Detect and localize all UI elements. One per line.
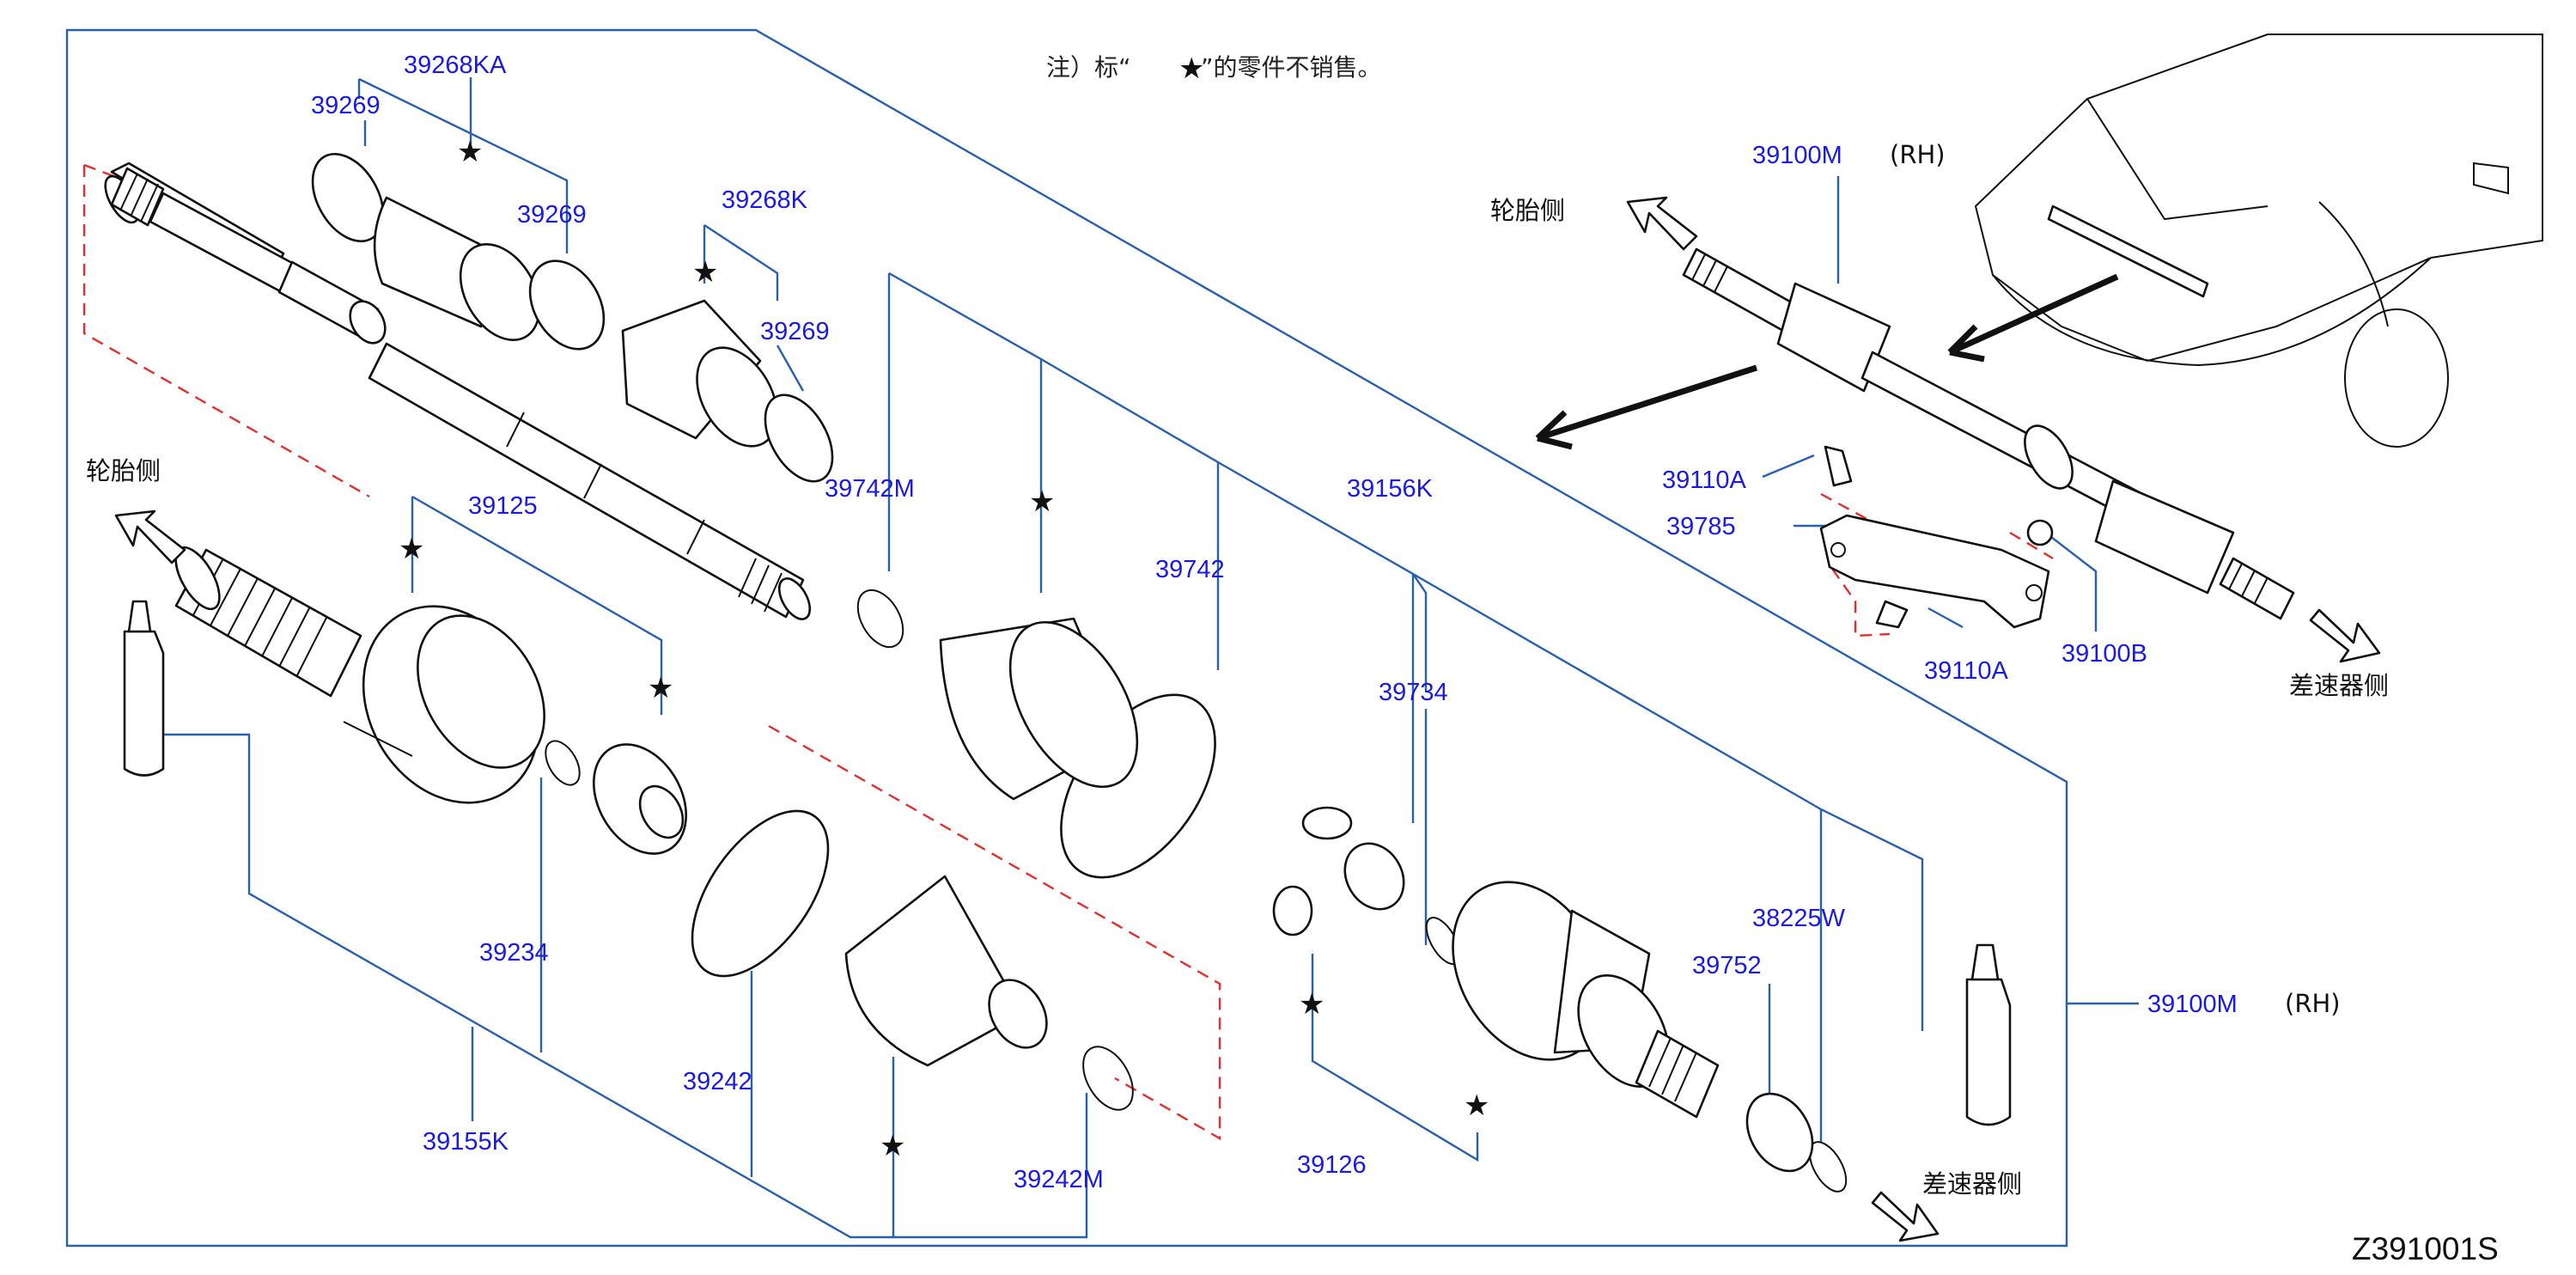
diff-side-label: 差速器侧 (2289, 671, 2389, 700)
diff-side-arrow-icon (1871, 1191, 1940, 1242)
star-icon: ★ (1299, 987, 1325, 1022)
part-label-39234: 39234 (479, 939, 549, 967)
inner-boot-illustration (844, 617, 1139, 1067)
rh-label: (RH) (1890, 140, 1946, 169)
part-label-39742: 39742 (1155, 556, 1225, 583)
drive-shaft-assembly-illustration (1682, 247, 2295, 620)
part-label-39100B: 39100B (2061, 640, 2147, 668)
part-label-39100M: 39100M (1752, 142, 1842, 169)
star-icon: ★ (1464, 1089, 1489, 1123)
tire-side-label: 轮胎侧 (86, 456, 161, 485)
bracket-illustration (1819, 514, 2050, 629)
grease-tube-illustration (1965, 943, 2012, 1126)
part-label-39752: 39752 (1692, 952, 1762, 979)
star-icon: ★ (399, 532, 424, 566)
star-icon: ★ (457, 135, 483, 169)
part-label-39268KA: 39268KA (404, 52, 507, 79)
bearing-cage-illustration (592, 743, 688, 855)
note-star-icon: ★ (1178, 52, 1204, 86)
part-label-39110A: 39110A (1662, 467, 1746, 494)
diff-side-arrow-icon (2309, 608, 2381, 663)
part-label-39269: 39269 (517, 201, 587, 229)
star-icon: ★ (648, 671, 673, 705)
direction-arrows (1535, 273, 2119, 450)
rh-label: (RH) (2285, 989, 2341, 1018)
grease-tube-illustration (123, 600, 165, 777)
outer-cv-joint-illustration (174, 546, 545, 804)
part-label-39155K: 39155K (423, 1128, 509, 1156)
part-label-39125: 39125 (468, 492, 538, 520)
tire-side-arrow-icon (114, 509, 186, 564)
not-sold-markers: ★ ★ ★ ★ ★ ★ ★ ★ (399, 135, 1489, 1163)
inner-housing-illustration (1452, 881, 1720, 1119)
diff-side-label: 差速器侧 (1922, 1169, 2022, 1199)
side-labels: (RH) (RH) 轮胎侧 轮胎侧 差速器侧 差速器侧 (86, 140, 2389, 1199)
diagram-code: Z391001S (2352, 1231, 2499, 1266)
tripod-joint-illustration (1272, 806, 1405, 936)
part-label-39110A: 39110A (1924, 657, 2008, 685)
part-label-39268K: 39268K (722, 186, 808, 214)
note: 注）标“ ★ ”的零件不销售。 (1046, 52, 1382, 86)
part-label-39734: 39734 (1379, 679, 1448, 706)
part-label-39156K: 39156K (1347, 475, 1434, 503)
part-label-39100M: 39100M (2147, 991, 2238, 1018)
part-label-39242M: 39242M (1014, 1166, 1104, 1193)
alignment-guides (82, 163, 2054, 1141)
bolt-illustration (1824, 445, 2054, 629)
assembly-frame (65, 28, 2068, 1248)
tire-side-label: 轮胎侧 (1490, 196, 1565, 225)
star-icon: ★ (880, 1129, 905, 1163)
part-label-38225W: 38225W (1752, 905, 1846, 932)
outer-boot-illustration (311, 152, 834, 483)
star-icon: ★ (1029, 485, 1055, 519)
part-label-39269: 39269 (311, 92, 381, 119)
tire-side-arrow-icon (1626, 196, 1698, 251)
note-suffix: ”的零件不销售。 (1201, 53, 1382, 82)
part-label-39242: 39242 (683, 1068, 752, 1095)
part-callouts: 39268KA 39269 39269 39268K 39269 39125 3… (311, 52, 2238, 1193)
star-icon: ★ (692, 255, 718, 290)
note-prefix: 注）标“ (1046, 53, 1131, 82)
axle-shaft-illustration (104, 162, 812, 620)
part-label-39126: 39126 (1297, 1151, 1367, 1179)
part-label-39742M: 39742M (825, 475, 915, 503)
part-label-39785: 39785 (1666, 513, 1736, 540)
part-label-39269: 39269 (760, 318, 830, 345)
